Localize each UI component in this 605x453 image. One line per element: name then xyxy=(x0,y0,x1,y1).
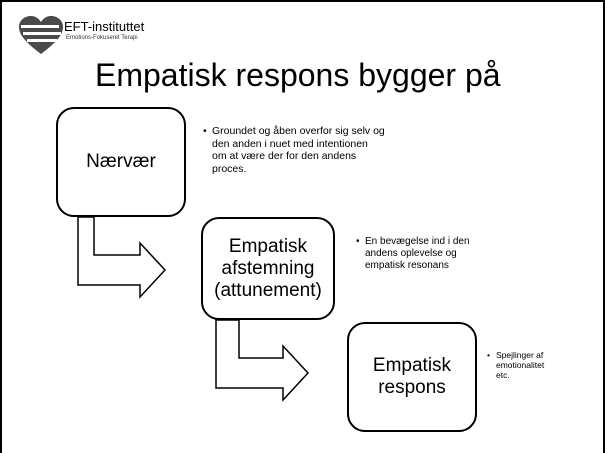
bullet-text-response: Spejlinger af emotionalitet etc. xyxy=(496,350,545,380)
step-box-presence: Nærvær xyxy=(56,107,186,217)
step-label-attunement: Empatisk afstemning (attunement) xyxy=(214,235,322,301)
slide-title: Empatisk respons bygger på xyxy=(95,57,501,93)
bullet-text-presence: Groundet og åben overfor sig selv og den… xyxy=(212,125,385,175)
bullet-item: • En bevægelse ind i den andens oplevels… xyxy=(356,236,516,272)
logo-name: EFT-instituttet xyxy=(64,19,145,34)
logo-tagline: Emotions-Fokuseret Terapi xyxy=(66,35,138,41)
bullet-list-attunement: • En bevægelse ind i den andens oplevels… xyxy=(356,236,516,272)
bullet-list-response: • Spejlinger af emotionalitet etc. xyxy=(487,350,587,380)
step-box-attunement: Empatisk afstemning (attunement) xyxy=(201,217,335,320)
slide-border-right xyxy=(603,0,605,453)
slide-border-top xyxy=(0,0,605,2)
step-label-response: Empatisk respons xyxy=(372,355,452,398)
step-box-response: Empatisk respons xyxy=(347,322,477,432)
bullet-item: • Spejlinger af emotionalitet etc. xyxy=(487,350,587,380)
bullet-list-presence: • Groundet og åben overfor sig selv og d… xyxy=(203,125,398,175)
logo: EFT-instituttet Emotions-Fokuseret Terap… xyxy=(18,16,278,58)
bullet-dot-icon: • xyxy=(487,350,490,360)
slide-border-left xyxy=(0,0,2,453)
bullet-dot-icon: • xyxy=(356,236,360,247)
connector-arrow-2 xyxy=(215,319,310,402)
bullet-dot-icon: • xyxy=(203,125,207,137)
step-label-presence: Nærvær xyxy=(86,151,156,172)
bullet-text-attunement: En bevægelse ind i den andens oplevelse … xyxy=(365,236,470,271)
connector-arrow-1 xyxy=(77,216,167,299)
heart-logo-icon xyxy=(19,16,63,54)
bullet-item: • Groundet og åben overfor sig selv og d… xyxy=(203,125,398,175)
